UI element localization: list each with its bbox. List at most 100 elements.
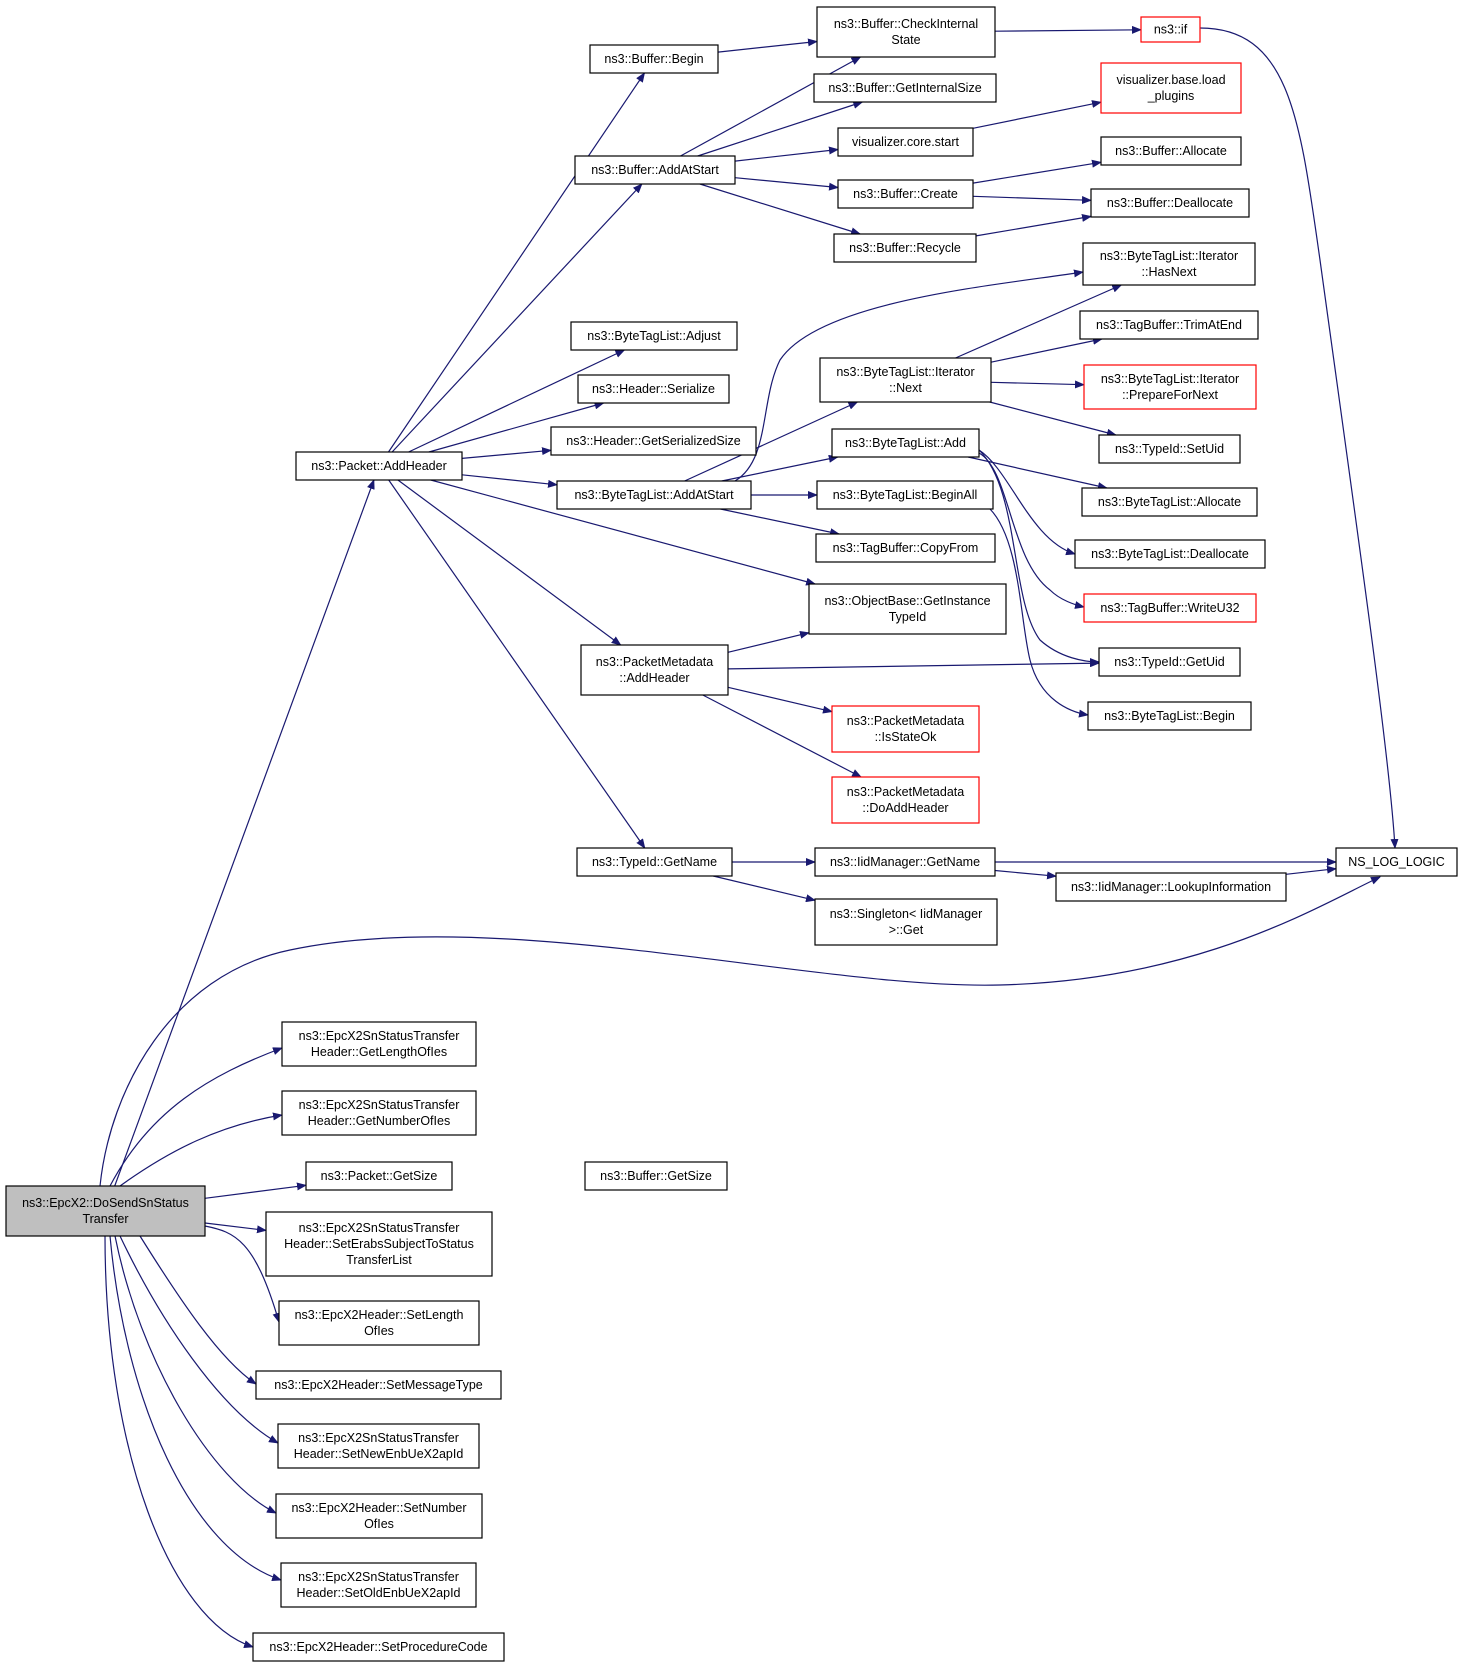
node-viz_core_start[interactable]: visualizer.core.start <box>837 127 974 157</box>
node-packet_addheader[interactable]: ns3::Packet::AddHeader <box>295 451 463 481</box>
edge-buffer_addatstart-to-buffer_create <box>734 177 839 191</box>
edge-buffer_recycle-to-buffer_deallocate <box>975 213 1092 237</box>
node-box <box>1079 310 1259 340</box>
node-box <box>831 428 980 458</box>
node-btl_iter_next[interactable]: ns3::ByteTagList::Iterator::Next <box>819 357 992 403</box>
node-buffer_begin[interactable]: ns3::Buffer::Begin <box>589 44 719 74</box>
node-ns_log_logic[interactable]: NS_LOG_LOGIC <box>1335 847 1458 877</box>
node-buffer_getinternalsize[interactable]: ns3::Buffer::GetInternalSize <box>813 73 997 103</box>
node-tagbuffer_writeu32[interactable]: ns3::TagBuffer::WriteU32 <box>1083 593 1257 623</box>
node-buffer_recycle[interactable]: ns3::Buffer::Recycle <box>833 233 977 263</box>
node-label: ns3::EpcX2Header::SetMessageType <box>274 1378 483 1392</box>
node-tagbuffer_copyfrom[interactable]: ns3::TagBuffer::CopyFrom <box>815 533 996 563</box>
node-label: ns3::EpcX2SnStatusTransfer <box>299 1098 460 1112</box>
node-hdr_setnewenb[interactable]: ns3::EpcX2SnStatusTransferHeader::SetNew… <box>277 1423 480 1469</box>
edge-root-to-hdr_seterabs <box>204 1222 267 1234</box>
edge-packet_addheader-to-objectbase_getinstance <box>430 479 817 586</box>
node-label: ns3::EpcX2Header::SetProcedureCode <box>269 1640 487 1654</box>
node-header_getserializedsize[interactable]: ns3::Header::GetSerializedSize <box>550 426 757 456</box>
node-pm_isstateok[interactable]: ns3::PacketMetadata::IsStateOk <box>831 705 980 753</box>
node-pm_addheader[interactable]: ns3::PacketMetadata::AddHeader <box>580 644 729 696</box>
node-hdr_setoldenb[interactable]: ns3::EpcX2SnStatusTransferHeader::SetOld… <box>280 1562 477 1608</box>
node-box <box>580 644 729 696</box>
node-label: ns3::ByteTagList::AddAtStart <box>574 488 734 502</box>
node-typeid_setuid[interactable]: ns3::TypeId::SetUid <box>1098 434 1241 464</box>
node-box <box>550 426 757 456</box>
node-btl_iter_prepare[interactable]: ns3::ByteTagList::Iterator::PrepareForNe… <box>1083 364 1257 410</box>
node-hdr_getnumber[interactable]: ns3::EpcX2SnStatusTransferHeader::GetNum… <box>281 1090 477 1136</box>
node-hdr_seterabs[interactable]: ns3::EpcX2SnStatusTransferHeader::SetEra… <box>265 1211 493 1277</box>
node-typeid_getname[interactable]: ns3::TypeId::GetName <box>576 847 733 877</box>
node-x2hdr_setmsgtype[interactable]: ns3::EpcX2Header::SetMessageType <box>255 1370 502 1400</box>
node-label: >::Get <box>889 923 924 937</box>
node-btl_begin[interactable]: ns3::ByteTagList::Begin <box>1087 701 1252 731</box>
node-label: ns3::IidManager::LookupInformation <box>1071 880 1271 894</box>
node-viz_base_load[interactable]: visualizer.base.load_plugins <box>1100 62 1242 114</box>
edge-layer <box>99 25 1399 1649</box>
node-btl_allocate[interactable]: ns3::ByteTagList::Allocate <box>1081 487 1258 517</box>
node-box <box>814 898 998 946</box>
node-box <box>265 1211 493 1277</box>
edge-packet_addheader-to-btl_adjust <box>408 349 626 453</box>
edge-buffer_checkinternal-to-ns3_if <box>994 25 1142 34</box>
node-iidmanager_lookup[interactable]: ns3::IidManager::LookupInformation <box>1055 872 1287 902</box>
node-btl_add[interactable]: ns3::ByteTagList::Add <box>831 428 980 458</box>
edge-packet_addheader-to-buffer_begin <box>388 72 646 453</box>
node-label: ns3::ByteTagList::Iterator <box>1100 249 1238 263</box>
node-box <box>295 451 463 481</box>
node-btl_addatstart[interactable]: ns3::ByteTagList::AddAtStart <box>556 480 752 510</box>
node-ns3_if[interactable]: ns3::if <box>1140 16 1201 43</box>
node-header_serialize[interactable]: ns3::Header::Serialize <box>577 374 730 404</box>
node-label: ns3::ByteTagList::Iterator <box>1101 372 1239 386</box>
node-label: ns3::Buffer::Begin <box>604 52 703 66</box>
node-box <box>574 155 736 185</box>
node-singleton_get[interactable]: ns3::Singleton< IidManager >::Get <box>814 898 998 946</box>
node-label: ::IsStateOk <box>875 730 938 744</box>
node-label: ns3::EpcX2SnStatusTransfer <box>298 1431 459 1445</box>
node-typeid_getuid[interactable]: ns3::TypeId::GetUid <box>1098 647 1241 677</box>
node-box <box>815 533 996 563</box>
node-buffer_allocate[interactable]: ns3::Buffer::Allocate <box>1100 136 1242 166</box>
edge-buffer_create-to-buffer_allocate <box>972 159 1102 184</box>
node-buffer_deallocate[interactable]: ns3::Buffer::Deallocate <box>1090 188 1250 218</box>
node-iidmanager_getname[interactable]: ns3::IidManager::GetName <box>814 847 996 877</box>
node-box <box>1098 647 1241 677</box>
edge-root-to-hdr_getnumber <box>119 1112 283 1187</box>
node-x2hdr_setproc[interactable]: ns3::EpcX2Header::SetProcedureCode <box>252 1632 505 1662</box>
node-box <box>1082 242 1256 286</box>
node-label: ns3::EpcX2::DoSendSnStatus <box>22 1196 189 1210</box>
node-label: NS_LOG_LOGIC <box>1348 855 1445 869</box>
node-buffer_getsize[interactable]: ns3::Buffer::GetSize <box>584 1161 728 1191</box>
node-box <box>1081 487 1258 517</box>
node-packet_getsize[interactable]: ns3::Packet::GetSize <box>305 1161 453 1191</box>
node-tagbuffer_trimatend[interactable]: ns3::TagBuffer::TrimAtEnd <box>1079 310 1259 340</box>
edge-btl_addatstart-to-tagbuffer_copyfrom <box>720 508 841 537</box>
node-box <box>278 1300 480 1346</box>
node-buffer_addatstart[interactable]: ns3::Buffer::AddAtStart <box>574 155 736 185</box>
node-label: ns3::ByteTagList::BeginAll <box>833 488 978 502</box>
node-btl_beginall[interactable]: ns3::ByteTagList::BeginAll <box>816 480 994 510</box>
node-pm_doaddheader[interactable]: ns3::PacketMetadata::DoAddHeader <box>831 776 980 824</box>
node-label: ns3::ByteTagList::Iterator <box>836 365 974 379</box>
node-hdr_getlength[interactable]: ns3::EpcX2SnStatusTransferHeader::GetLen… <box>281 1021 477 1067</box>
node-label: ns3::Buffer::GetInternalSize <box>828 81 981 95</box>
node-buffer_create[interactable]: ns3::Buffer::Create <box>837 179 974 209</box>
node-label: Header::SetNewEnbUeX2apId <box>294 1447 464 1461</box>
node-label: Transfer <box>82 1212 128 1226</box>
edge-buffer_addatstart-to-buffer_getinternalsize <box>697 101 864 157</box>
node-label: ns3::ByteTagList::Deallocate <box>1091 547 1249 561</box>
node-box <box>1087 701 1252 731</box>
node-box <box>1074 539 1266 569</box>
node-label: ns3::Buffer::Deallocate <box>1107 196 1233 210</box>
node-box <box>833 233 977 263</box>
node-btl_iter_hasnext[interactable]: ns3::ByteTagList::Iterator::HasNext <box>1082 242 1256 286</box>
node-label: ns3::EpcX2SnStatusTransfer <box>299 1221 460 1235</box>
node-btl_deallocate[interactable]: ns3::ByteTagList::Deallocate <box>1074 539 1266 569</box>
node-label: TypeId <box>889 610 927 624</box>
node-btl_adjust[interactable]: ns3::ByteTagList::Adjust <box>570 321 738 351</box>
